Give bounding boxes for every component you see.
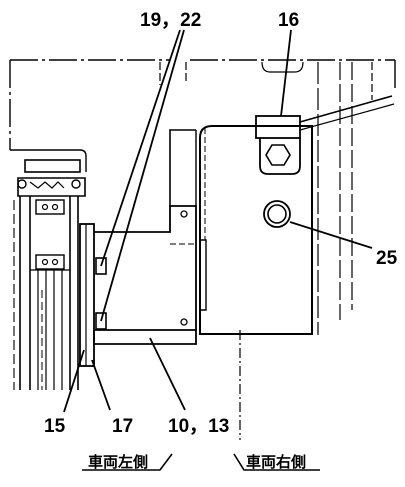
rail-cap [24, 159, 81, 173]
rail-bolt [71, 179, 81, 189]
rail-bolt [51, 203, 59, 211]
label-19-22: 19，22 [140, 10, 201, 31]
fitting-pipe [299, 103, 395, 131]
frame-outline [9, 59, 396, 150]
fitting-body [259, 138, 301, 175]
label-15: 15 [44, 416, 66, 437]
leader-16 [280, 29, 292, 117]
leader-17 [91, 359, 111, 411]
rail-web [19, 196, 79, 390]
rail-bolt [51, 258, 59, 266]
bolt-19 [95, 257, 107, 275]
rail-bolt [41, 258, 49, 266]
side-right-label: 車両右側 [246, 453, 306, 471]
bracket-bolt [180, 210, 188, 218]
rail-block [35, 254, 65, 270]
label-17: 17 [112, 416, 133, 437]
rail-bolt [17, 179, 27, 189]
rail-bolt [41, 203, 49, 211]
leader-22 [100, 29, 185, 322]
housing-back [195, 130, 207, 311]
left-side-marker [82, 453, 173, 471]
label-10-13: 10，13 [168, 416, 229, 437]
fitting-16 [255, 115, 301, 139]
label-25: 25 [376, 248, 398, 269]
bracket-lower [93, 330, 197, 345]
rail-block [35, 199, 65, 215]
bracket-body [94, 205, 197, 331]
side-left-label: 車両左側 [88, 453, 148, 471]
port-25-outer [263, 200, 291, 228]
port-25-inner [267, 204, 287, 224]
bracket-bolt [180, 318, 188, 326]
leader-10 [149, 337, 186, 411]
rail-head [17, 177, 86, 197]
hex-nut [265, 144, 291, 166]
leader-15 [63, 349, 85, 413]
bracket-upper [169, 129, 196, 206]
fitting-pipe [299, 95, 393, 123]
rail-inner [30, 269, 70, 390]
mounting-plate [79, 223, 95, 367]
frame-inner-left [10, 149, 87, 172]
bolt-22 [95, 312, 107, 330]
housing-box [199, 125, 313, 335]
rail-clip [29, 181, 65, 189]
label-16: 16 [278, 10, 299, 31]
leader-19 [100, 29, 181, 267]
leader-25 [289, 221, 373, 249]
top-notch [261, 61, 304, 73]
right-side-marker [233, 453, 320, 471]
